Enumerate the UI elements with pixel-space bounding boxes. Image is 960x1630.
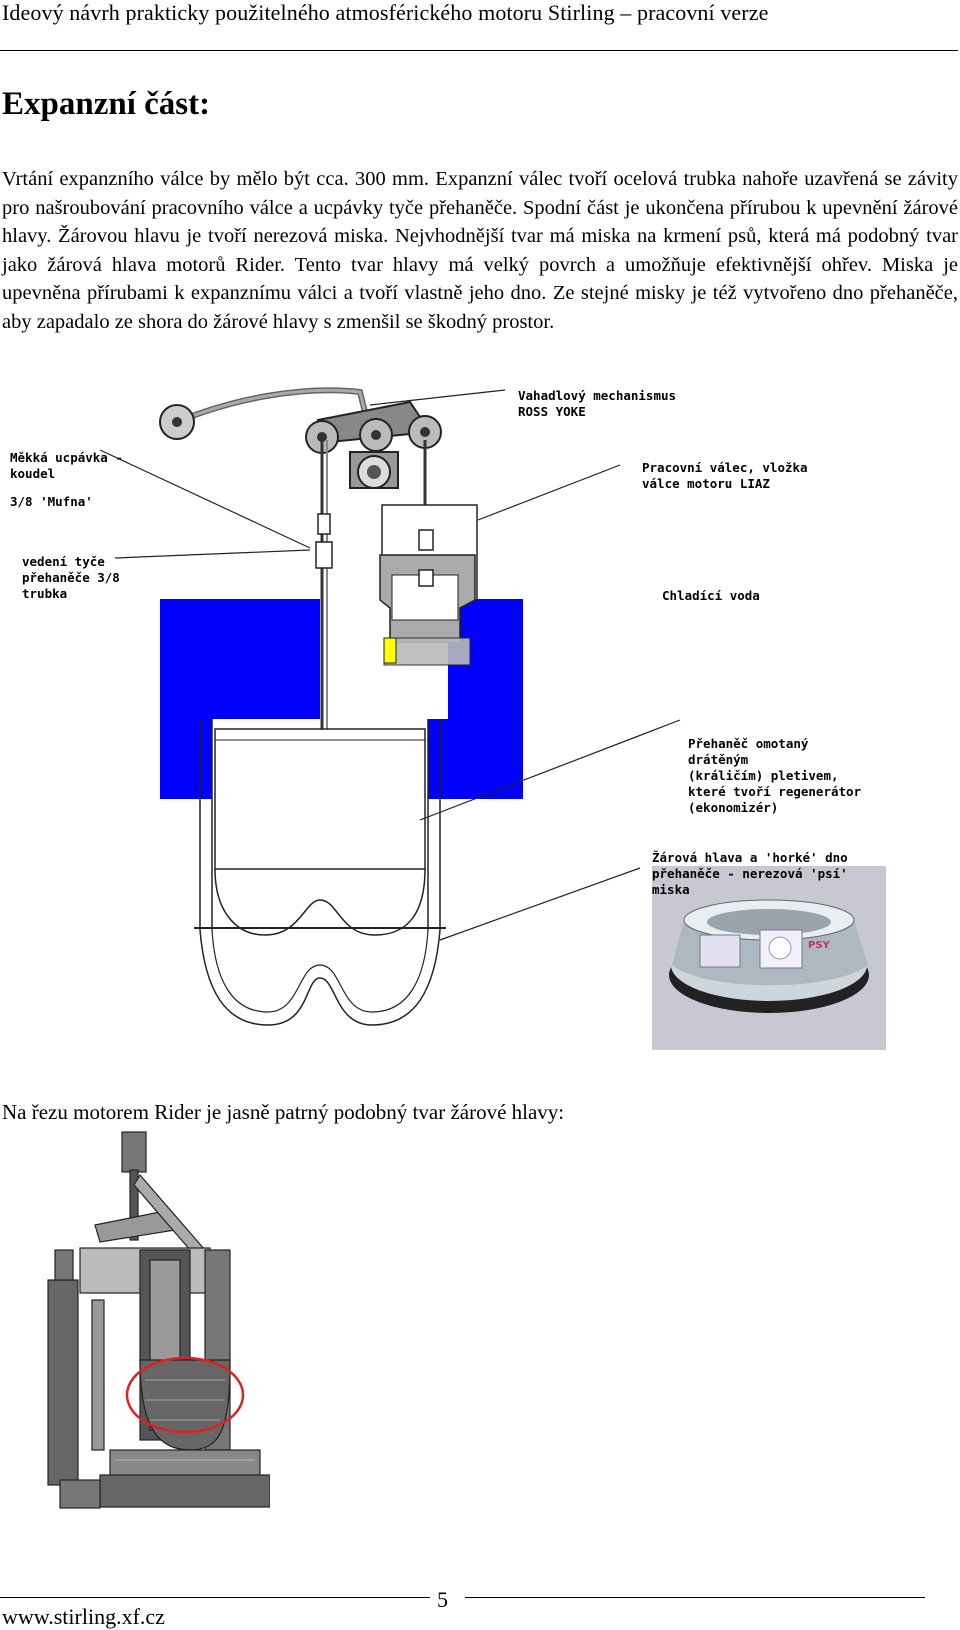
displacer-bottom xyxy=(214,868,426,936)
label-soft-packing: Měkká ucpávka - koudel xyxy=(10,450,123,481)
hot-head-highlight xyxy=(125,1356,245,1434)
footer-rule-left xyxy=(0,1597,430,1598)
page-header-title: Ideový návrh prakticky použitelného atmo… xyxy=(2,0,769,25)
engine-diagram-drawing: PSY xyxy=(99,387,886,1050)
page-number: 5 xyxy=(437,1587,448,1612)
footer-rule-right xyxy=(465,1597,925,1598)
section-heading: Expanzní část: xyxy=(2,86,211,122)
displacer-body xyxy=(214,728,426,870)
label-work-cylinder: Pracovní válec, vložka válce motoru LIAZ xyxy=(642,460,808,491)
label-cooling-water: Chladící voda xyxy=(662,588,760,603)
label-rocker-mechanism: Vahadlový mechanismus ROSS YOKE xyxy=(518,388,677,419)
label-mufna: 3/8 'Mufna' xyxy=(10,494,93,509)
dog-bowl-logo: PSY xyxy=(808,940,831,951)
body-paragraph: Vrtání expanzního válce by mělo být cca.… xyxy=(2,168,958,333)
rider-caption: Na řezu motorem Rider je jasně patrný po… xyxy=(2,1100,565,1124)
leader-lines xyxy=(99,389,681,941)
label-rod-guide: vedení tyče přehaněče 3/8 trubka xyxy=(22,554,120,601)
hot-head xyxy=(199,929,441,1026)
label-hot-head: Žárová hlava a 'horké' dno přehaněče - n… xyxy=(652,850,848,897)
header-rule xyxy=(0,50,958,51)
cooling-water-jacket xyxy=(160,599,523,799)
rider-engine-cutaway xyxy=(0,1130,270,1515)
dog-bowl-photo: PSY xyxy=(652,866,886,1050)
engine-diagram: PSY Vahadlový mechanismus ROSS YOKE Měkk… xyxy=(0,380,960,1070)
footer-url: www.stirling.xf.cz xyxy=(2,1604,165,1629)
label-displacer: Přehaněč omotaný drátěným (králičím) ple… xyxy=(688,736,862,815)
